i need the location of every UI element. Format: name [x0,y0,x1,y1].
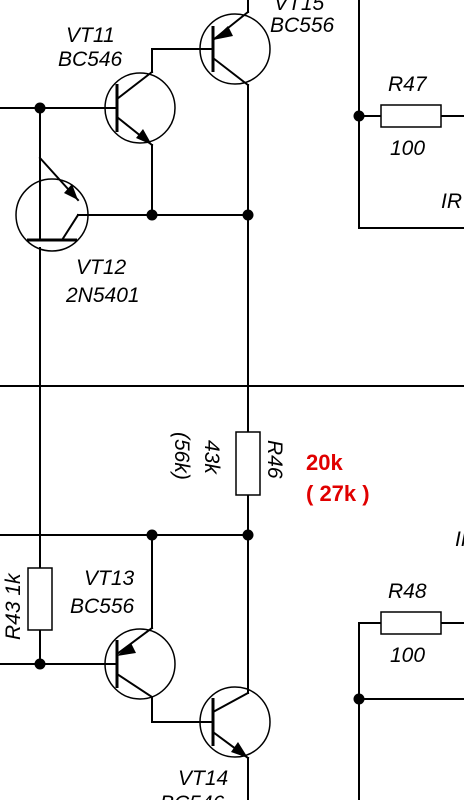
transistor-vt14 [199,686,271,760]
r46-alt-label: (56k) [170,432,193,480]
transistor-vt15 [199,10,271,87]
vt12-type-label: 2N5401 [65,284,140,307]
r43-label: R43 1k [2,572,25,640]
resistor-r47 [380,104,442,128]
vt15-name-label: VT15 [274,0,325,15]
vt11-name-label: VT11 [66,24,115,47]
r46-name-label: R46 [263,440,286,479]
ir-bottom-label: IF [455,528,464,551]
annotation-line2: ( 27k ) [306,481,370,506]
r48-name-label: R48 [388,580,427,603]
junction-dots [34,102,365,705]
r46-value-label: 43k [200,440,223,475]
resistor-r48 [380,611,442,635]
ir-top-label: IR [441,190,462,213]
vt14-name-label: VT14 [178,767,228,790]
red-annotation: 20k ( 27k ) [306,450,370,506]
vt15-type-label: BC556 [270,14,335,37]
transistor-vt12 [15,156,89,252]
resistor-r43 [27,567,53,631]
vt14-type-label: BC546 [160,792,225,800]
r48-value-label: 100 [390,644,425,667]
vt13-type-label: BC556 [70,595,135,618]
annotation-line1: 20k [306,450,343,475]
vt13-name-label: VT13 [84,567,135,590]
vt11-type-label: BC546 [58,48,123,71]
transistor-vt13 [104,626,176,700]
r47-value-label: 100 [390,137,425,160]
resistor-r46 [235,431,261,496]
r47-name-label: R47 [388,73,428,96]
transistor-vt11 [104,70,176,147]
vt12-name-label: VT12 [76,256,127,279]
